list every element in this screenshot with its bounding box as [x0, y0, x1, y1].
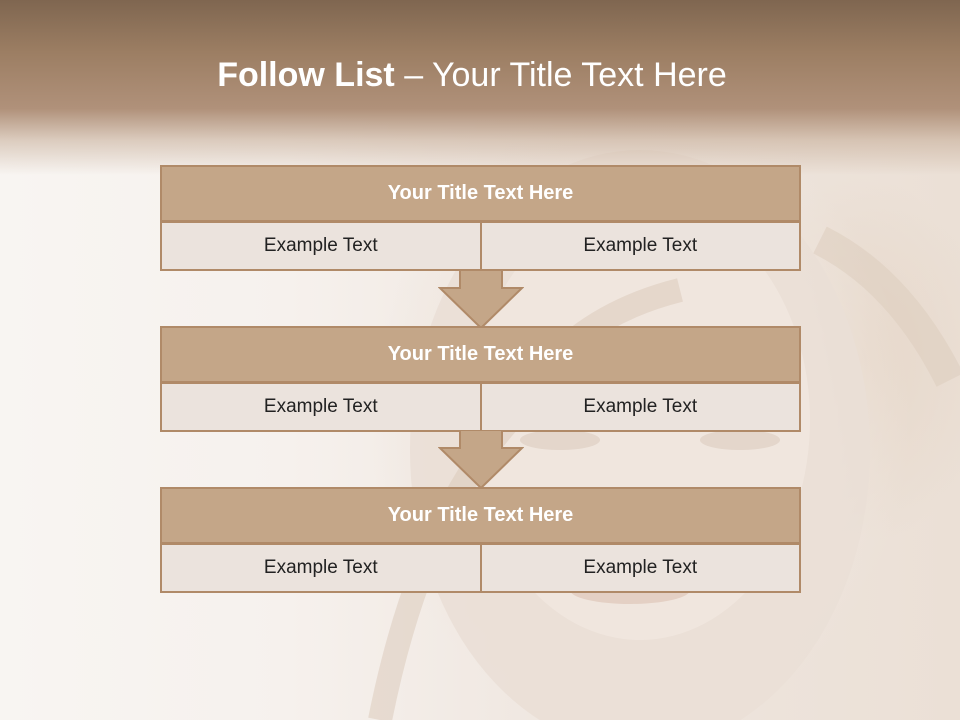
down-arrow-icon: [438, 430, 524, 490]
block-cell-left: Example Text: [160, 221, 482, 271]
block-cell-right: Example Text: [479, 382, 801, 432]
list-block-2: Your Title Text Here Example Text Exampl…: [160, 326, 801, 432]
title-bold-part: Follow List: [217, 56, 395, 94]
block-title: Your Title Text Here: [160, 487, 801, 544]
title-rest-part: – Your Title Text Here: [404, 56, 727, 94]
block-row: Example Text Example Text: [160, 382, 801, 432]
list-block-1: Your Title Text Here Example Text Exampl…: [160, 165, 801, 271]
block-cell-right: Example Text: [479, 221, 801, 271]
block-cell-left: Example Text: [160, 543, 482, 593]
block-title: Your Title Text Here: [160, 165, 801, 222]
block-cell-left: Example Text: [160, 382, 482, 432]
block-row: Example Text Example Text: [160, 221, 801, 271]
header-band: [0, 0, 960, 175]
down-arrow-icon: [438, 270, 524, 330]
block-row: Example Text Example Text: [160, 543, 801, 593]
block-cell-right: Example Text: [479, 543, 801, 593]
page-title: Follow List – Your Title Text Here: [0, 52, 944, 98]
list-block-3: Your Title Text Here Example Text Exampl…: [160, 487, 801, 593]
block-title: Your Title Text Here: [160, 326, 801, 383]
